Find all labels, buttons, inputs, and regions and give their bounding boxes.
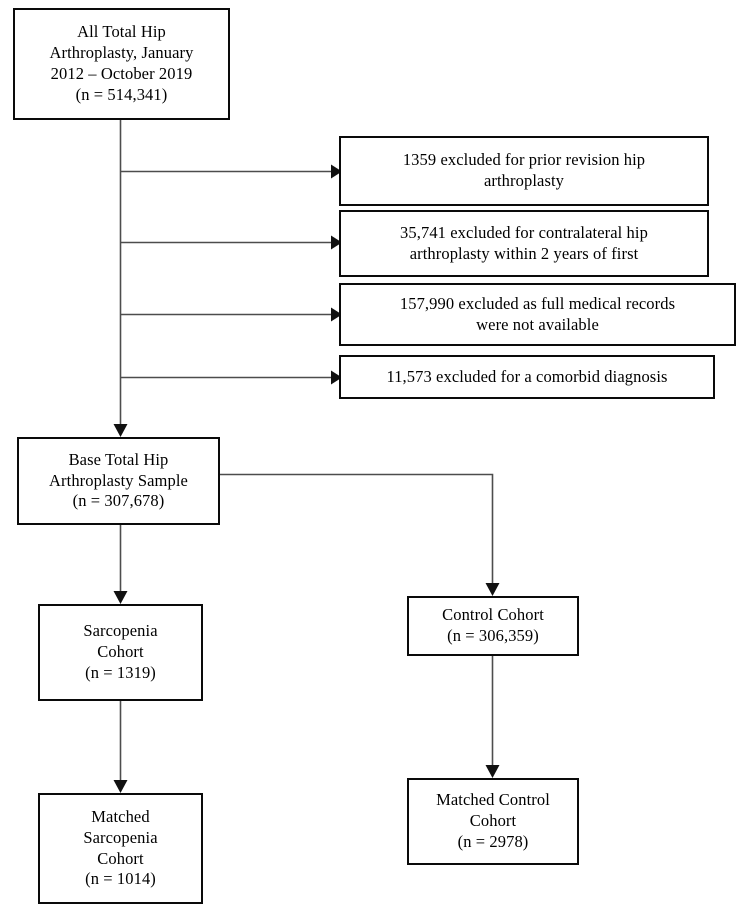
node-base-sample-label: Base Total Hip Arthroplasty Sample (n = … bbox=[49, 449, 188, 511]
node-sarcopenia-cohort: Sarcopenia Cohort (n = 1319) bbox=[38, 604, 203, 701]
node-sarcopenia-cohort-label: Sarcopenia Cohort (n = 1319) bbox=[83, 621, 158, 682]
node-exclusion-4-label: 11,573 excluded for a comorbid diagnosis bbox=[386, 366, 668, 386]
node-base-sample: Base Total Hip Arthroplasty Sample (n = … bbox=[17, 437, 220, 525]
node-exclusion-3: 157,990 excluded as full medical records… bbox=[339, 283, 736, 346]
node-exclusion-2-label: 35,741 excluded for contralateral hip ar… bbox=[400, 222, 648, 263]
arrow-into-control-cohort bbox=[485, 583, 500, 596]
node-exclusion-1: 1359 excluded for prior revision hip art… bbox=[339, 136, 709, 206]
node-exclusion-3-label: 157,990 excluded as full medical records… bbox=[399, 293, 676, 334]
node-matched-sarcopenia-cohort-label: Matched Sarcopenia Cohort (n = 1014) bbox=[83, 806, 158, 889]
line-base-to-control bbox=[220, 473, 494, 583]
arrow-into-sarcopenia-cohort bbox=[113, 591, 128, 604]
node-source-cohort: All Total Hip Arthroplasty, January 2012… bbox=[13, 8, 230, 120]
arrow-into-matched-sarcopenia-cohort bbox=[113, 780, 128, 793]
arrow-into-matched-control-cohort bbox=[485, 765, 500, 778]
arrow-into-exclusion-2 bbox=[331, 235, 342, 250]
node-matched-control-cohort: Matched Control Cohort (n = 2978) bbox=[407, 778, 579, 865]
node-control-cohort: Control Cohort (n = 306,359) bbox=[407, 596, 579, 656]
arrow-into-base-sample bbox=[113, 424, 128, 437]
node-exclusion-1-label: 1359 excluded for prior revision hip art… bbox=[402, 150, 646, 190]
arrow-into-exclusion-4 bbox=[331, 370, 342, 385]
node-control-cohort-label: Control Cohort (n = 306,359) bbox=[442, 605, 544, 645]
arrow-into-exclusion-3 bbox=[331, 307, 342, 322]
arrow-into-exclusion-1 bbox=[331, 164, 342, 179]
node-matched-sarcopenia-cohort: Matched Sarcopenia Cohort (n = 1014) bbox=[38, 793, 203, 904]
node-matched-control-cohort-label: Matched Control Cohort (n = 2978) bbox=[436, 790, 550, 851]
node-exclusion-4: 11,573 excluded for a comorbid diagnosis bbox=[339, 355, 715, 399]
node-exclusion-2: 35,741 excluded for contralateral hip ar… bbox=[339, 210, 709, 277]
node-source-cohort-label: All Total Hip Arthroplasty, January 2012… bbox=[49, 22, 194, 104]
